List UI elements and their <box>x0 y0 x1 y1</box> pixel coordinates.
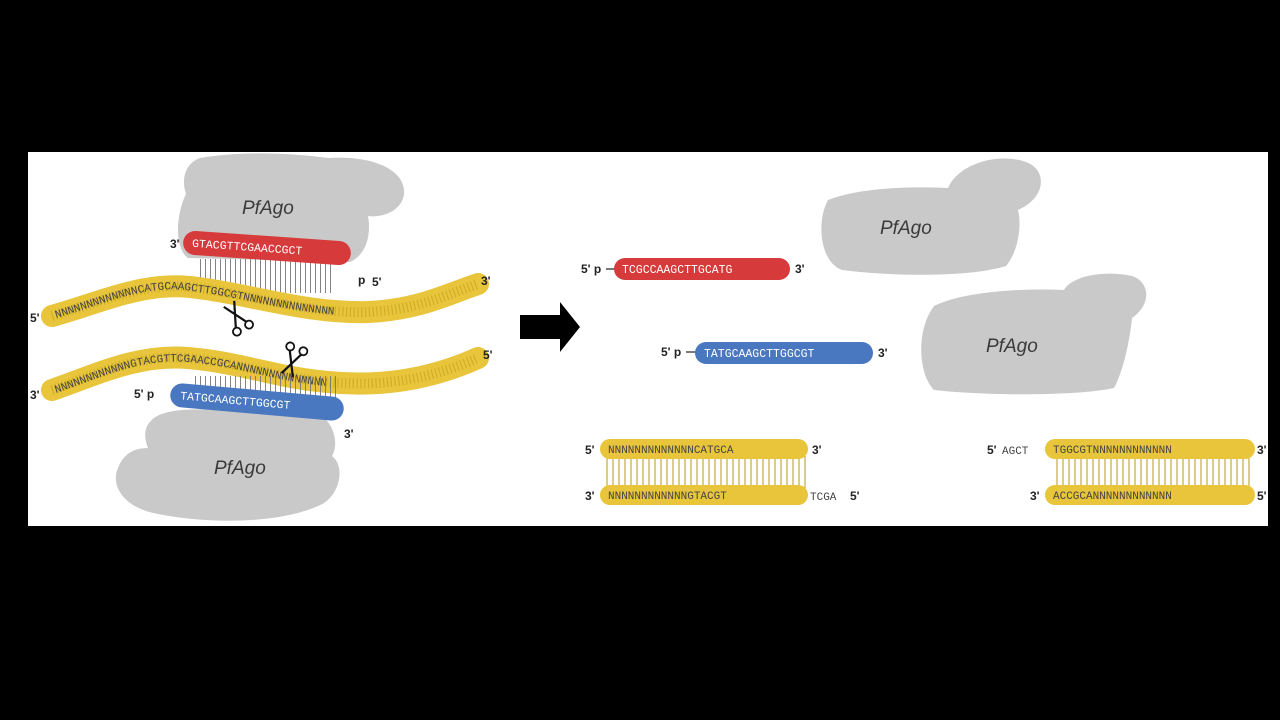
end-label-product2-bottom-3: 3' <box>1030 489 1040 503</box>
pfago-label-top-left: PfAgo <box>242 198 294 219</box>
end-label-top-target-5: 5' <box>30 311 40 325</box>
end-label-released-red-3: 3' <box>795 262 805 276</box>
product1-overhang: TCGA <box>810 492 837 504</box>
pfago-label-middle-right: PfAgo <box>986 336 1038 357</box>
pfago-protein-top-right <box>821 158 1041 275</box>
product1-bottom-seq: NNNNNNNNNNNNGTACGT <box>608 491 727 503</box>
end-label-product2-bottom-5: 5' <box>1257 489 1267 503</box>
product1-top-strand <box>600 439 808 459</box>
guide-red-top <box>183 230 351 266</box>
released-blue-seq: TATGCAAGCTTGGCGT <box>704 348 815 361</box>
pfago-cleavage-diagram: PfAgo NNNNNNNNNNNNNCATGCA AGCT TGGCGTNNNNN… <box>30 153 1267 521</box>
end-label-product2-top-3: 3' <box>1257 443 1267 457</box>
end-label-bottom-guide-3: 3' <box>344 427 354 441</box>
process-arrow <box>520 302 580 352</box>
end-label-bottom-target-5: 5' <box>483 348 493 362</box>
product2-overhang: AGCT <box>1002 446 1029 458</box>
end-label-top-guide-5: 5' <box>372 275 382 289</box>
end-label-product1-bottom-5: 5' <box>850 489 860 503</box>
end-label-top-guide-3: 3' <box>170 237 180 251</box>
end-label-top-guide-p: p <box>358 273 365 287</box>
end-label-product1-top-3: 3' <box>812 443 822 457</box>
end-label-released-red-5p: 5' p <box>581 262 601 276</box>
diagram-panel: PfAgo NNNNNNNNNNNNNCATGCA AGCT TGGCGTNNNNN… <box>28 152 1268 526</box>
product2-top-strand <box>1045 439 1255 459</box>
end-label-bottom-guide-5p: 5' p <box>134 387 154 401</box>
end-label-product1-bottom-3: 3' <box>585 489 595 503</box>
released-red-seq: TCGCCAAGCTTGCATG <box>622 264 733 277</box>
pfago-label-top-right: PfAgo <box>880 218 932 239</box>
released-guide-red <box>614 258 790 280</box>
end-label-top-target-3: 3' <box>481 274 491 288</box>
end-label-product1-top-5: 5' <box>585 443 595 457</box>
end-label-released-blue-3: 3' <box>878 346 888 360</box>
pfago-protein-middle-right <box>921 273 1147 395</box>
guide-blue-bottom <box>170 383 344 421</box>
released-guide-blue <box>695 342 873 364</box>
product2-bottom-seq: ACCGCANNNNNNNNNNNN <box>1053 491 1172 503</box>
product2-bottom-strand <box>1045 485 1255 505</box>
scissors-icon-top <box>223 300 254 337</box>
pfago-label-bottom-left: PfAgo <box>214 458 266 479</box>
end-label-product2-top-5: 5' <box>987 443 997 457</box>
scissors-icon-bottom <box>280 341 309 378</box>
product1-top-seq: NNNNNNNNNNNNNCATGCA <box>608 445 734 457</box>
end-label-bottom-target-3: 3' <box>30 388 40 402</box>
product1-bottom-strand <box>600 485 808 505</box>
pfago-protein-bottom-left <box>115 409 340 521</box>
product2-top-seq: TGGCGTNNNNNNNNNNNN <box>1053 445 1172 457</box>
end-label-released-blue-5p: 5' p <box>661 345 681 359</box>
